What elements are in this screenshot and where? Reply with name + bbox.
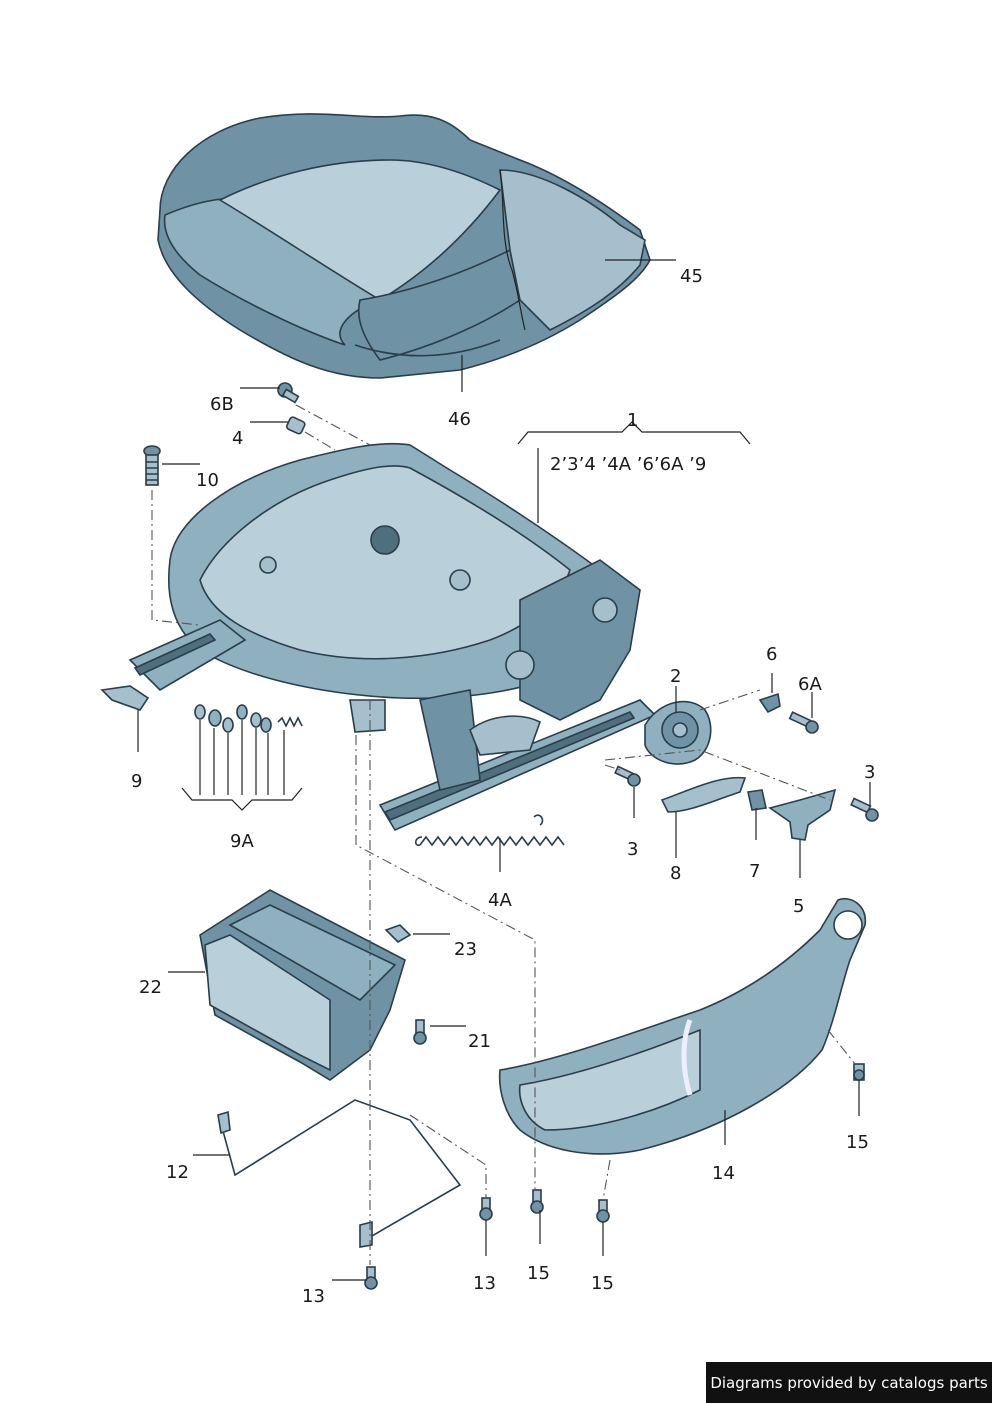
label-9: 9	[131, 771, 142, 792]
callout-labels: 45 46 6B 4 10 1 2’3’4 ’4A ’6’6A ’9 2 6 6…	[131, 266, 875, 1307]
label-12: 12	[166, 1162, 189, 1183]
handle-8[interactable]	[660, 776, 747, 813]
seat-cushion[interactable]	[157, 113, 651, 379]
label-46: 46	[448, 409, 471, 430]
motor-2[interactable]	[644, 700, 712, 765]
label-10: 10	[196, 470, 219, 491]
wire-bracket-12[interactable]	[217, 1099, 462, 1248]
bracket-5[interactable]	[768, 788, 837, 841]
side-trim-14[interactable]	[498, 898, 866, 1155]
bolt-21[interactable]	[413, 1019, 427, 1045]
bolt-10[interactable]	[143, 445, 161, 486]
label-15-left: 15	[591, 1273, 614, 1294]
nut-23[interactable]	[384, 924, 412, 944]
leader-lines	[137, 259, 871, 1281]
screw-6B[interactable]	[277, 382, 300, 404]
label-6: 6	[766, 644, 777, 665]
label-2: 2	[670, 666, 681, 687]
label-4: 4	[232, 428, 243, 449]
label-21: 21	[468, 1031, 491, 1052]
label-4A: 4A	[488, 890, 512, 911]
screw-6A[interactable]	[788, 711, 819, 734]
label-6B: 6B	[210, 394, 234, 415]
label-22: 22	[139, 977, 162, 998]
screw-13-right[interactable]	[479, 1197, 493, 1221]
clip-6[interactable]	[758, 692, 781, 714]
label-3-right: 3	[864, 762, 875, 783]
label-5: 5	[793, 896, 804, 917]
clip-7[interactable]	[747, 789, 767, 811]
screw-3-right[interactable]	[850, 797, 879, 822]
washer-set-9A[interactable]	[194, 704, 303, 733]
screw-15-mid[interactable]	[530, 1189, 544, 1214]
label-15-right: 15	[846, 1132, 869, 1153]
lever-cap-9[interactable]	[100, 685, 150, 711]
label-6A: 6A	[798, 674, 822, 695]
screw-15-left[interactable]	[596, 1199, 610, 1223]
label-14: 14	[712, 1163, 735, 1184]
label-15-mid: 15	[527, 1263, 550, 1284]
label-45: 45	[680, 266, 703, 287]
label-9A: 9A	[230, 831, 254, 852]
label-23: 23	[454, 939, 477, 960]
spacer-4[interactable]	[285, 416, 306, 435]
storage-tray-22[interactable]	[199, 889, 406, 1081]
label-13-right: 13	[473, 1273, 496, 1294]
label-3-left: 3	[627, 839, 638, 860]
seat-frame[interactable]	[128, 442, 657, 832]
assembly-lines	[151, 404, 856, 1265]
label-1: 1	[627, 410, 638, 431]
screw-15-right[interactable]	[853, 1063, 865, 1081]
label-7: 7	[749, 861, 760, 882]
label-8: 8	[670, 863, 681, 884]
screw-13-left[interactable]	[364, 1266, 378, 1290]
credit-banner: Diagrams provided by catalogs parts	[706, 1362, 992, 1403]
label-1-contents: 2’3’4 ’4A ’6’6A ’9	[550, 454, 706, 475]
spring-4A[interactable]	[414, 814, 565, 847]
label-13-left: 13	[302, 1286, 325, 1307]
